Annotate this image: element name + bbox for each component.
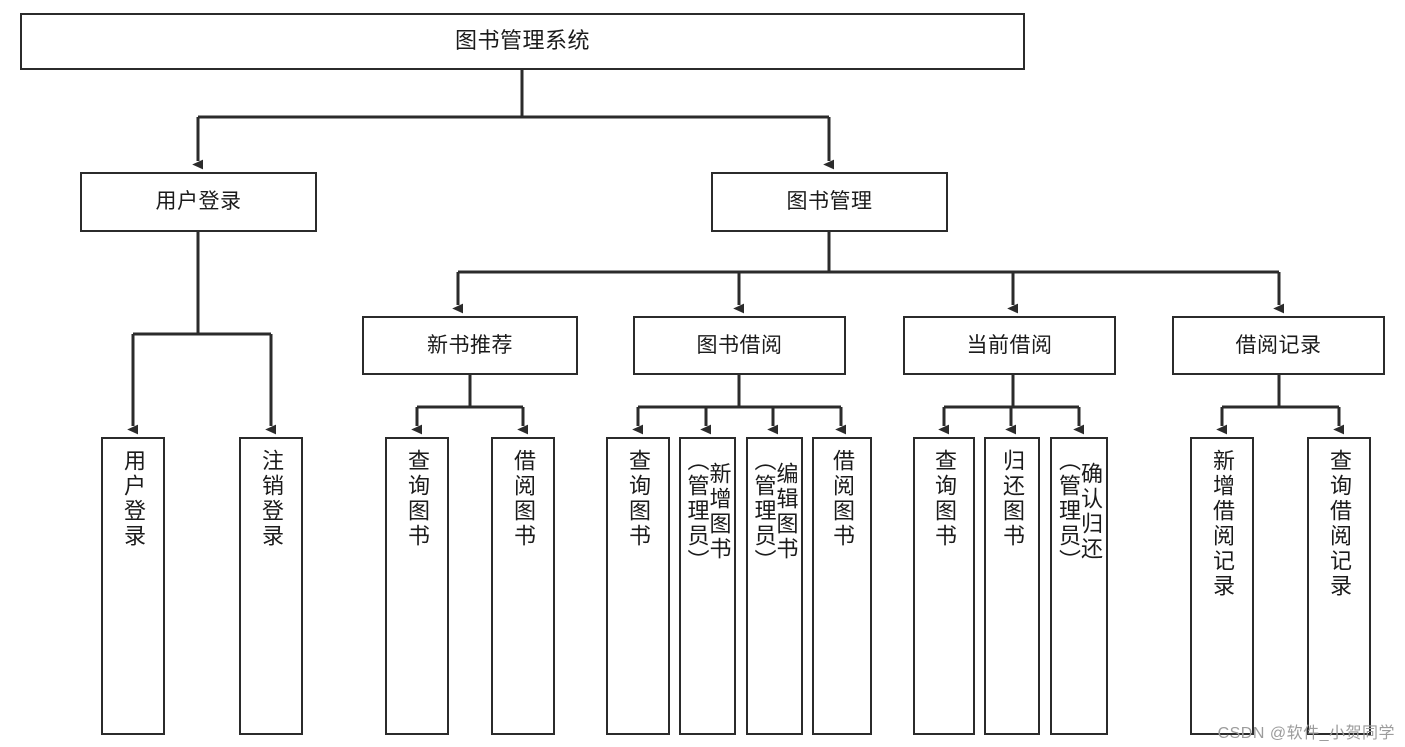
node-new-book-recommend-label: 新书推荐	[427, 333, 513, 357]
node-current-borrow-label: 当前借阅	[966, 333, 1053, 357]
leaf-current-confirm-return-admin[interactable]: 确认归还 （管理员）	[1050, 437, 1108, 735]
leaf-borrow-borrow-book[interactable]: 借阅图书	[812, 437, 872, 735]
leaf-borrow-borrow-book-label: 借阅图书	[830, 449, 855, 549]
node-book-management-label: 图书管理	[786, 190, 873, 214]
leaf-record-query-label: 查询借阅记录	[1327, 449, 1352, 599]
leaf-borrow-edit-book-admin-label: 编辑图书 （管理员）	[751, 449, 799, 574]
node-root[interactable]: 图书管理系统	[20, 13, 1025, 70]
leaf-user-login-logout[interactable]: 注销登录	[239, 437, 303, 735]
leaf-new-book-query[interactable]: 查询图书	[385, 437, 449, 735]
node-current-borrow[interactable]: 当前借阅	[903, 316, 1116, 375]
leaf-current-return-label: 归还图书	[1000, 449, 1025, 549]
watermark: CSDN @软件_小贺同学	[1217, 725, 1395, 742]
leaf-new-book-borrow-label: 借阅图书	[511, 449, 536, 549]
leaf-borrow-query-label: 查询图书	[626, 449, 651, 549]
leaf-user-login-login[interactable]: 用户登录	[101, 437, 165, 735]
node-user-login-label: 用户登录	[155, 190, 242, 214]
leaf-borrow-edit-book-admin[interactable]: 编辑图书 （管理员）	[746, 437, 803, 735]
node-new-book-recommend[interactable]: 新书推荐	[362, 316, 578, 375]
node-borrow-record-label: 借阅记录	[1235, 333, 1322, 357]
node-user-login[interactable]: 用户登录	[80, 172, 317, 232]
leaf-user-login-logout-label: 注销登录	[259, 449, 284, 549]
leaf-current-return[interactable]: 归还图书	[984, 437, 1040, 735]
leaf-borrow-add-book-admin-label: 新增图书 （管理员）	[684, 449, 732, 574]
leaf-new-book-borrow[interactable]: 借阅图书	[491, 437, 555, 735]
leaf-borrow-query[interactable]: 查询图书	[606, 437, 670, 735]
leaf-current-query[interactable]: 查询图书	[913, 437, 975, 735]
leaf-new-book-query-label: 查询图书	[405, 449, 430, 549]
leaf-record-add[interactable]: 新增借阅记录	[1190, 437, 1254, 735]
node-borrow-record[interactable]: 借阅记录	[1172, 316, 1385, 375]
leaf-user-login-login-label: 用户登录	[121, 449, 146, 549]
leaf-record-query[interactable]: 查询借阅记录	[1307, 437, 1371, 735]
node-book-borrow[interactable]: 图书借阅	[633, 316, 846, 375]
node-book-borrow-label: 图书借阅	[696, 333, 783, 357]
leaf-current-query-label: 查询图书	[932, 449, 957, 549]
leaf-record-add-label: 新增借阅记录	[1210, 449, 1235, 599]
leaf-borrow-add-book-admin[interactable]: 新增图书 （管理员）	[679, 437, 736, 735]
node-root-label: 图书管理系统	[454, 28, 590, 54]
node-book-management[interactable]: 图书管理	[711, 172, 948, 232]
leaf-current-confirm-return-admin-label: 确认归还 （管理员）	[1056, 449, 1103, 574]
